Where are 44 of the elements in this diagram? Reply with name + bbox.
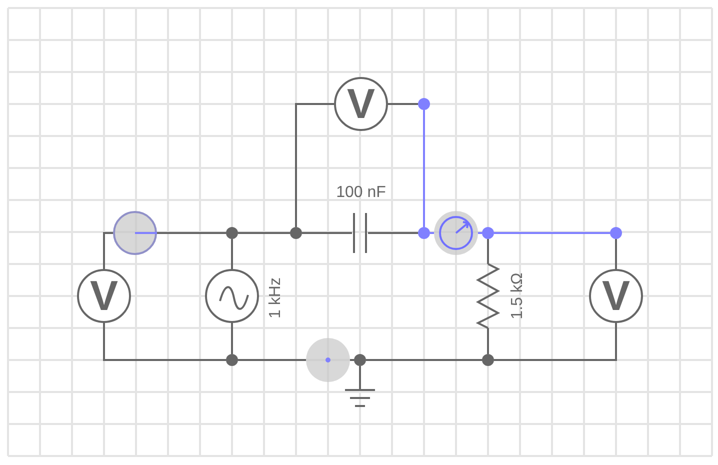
junction-dot	[354, 354, 366, 366]
wire	[368, 232, 418, 234]
wire	[238, 232, 290, 234]
junction-dot	[482, 227, 494, 239]
junction-dot	[418, 98, 430, 110]
wire	[615, 239, 617, 269]
ground-symbol	[344, 390, 376, 406]
gauge-probe-icon	[434, 211, 478, 255]
meter-letter: V	[600, 271, 631, 321]
wire	[103, 323, 226, 361]
junction-dot	[418, 227, 430, 239]
voltmeter-symbol	[77, 269, 131, 323]
junction-dot	[226, 227, 238, 239]
value-label: 1 kHz	[268, 278, 284, 318]
value-label: 100 nF	[336, 185, 386, 201]
wire	[295, 103, 334, 227]
junction-dot	[610, 227, 622, 239]
wire	[238, 359, 306, 361]
wire	[388, 103, 418, 105]
junction-dot	[482, 354, 494, 366]
junction-dot	[226, 354, 238, 366]
voltmeter-symbol	[334, 77, 388, 131]
wire	[350, 359, 354, 361]
wire	[423, 110, 425, 227]
wire	[487, 239, 489, 264]
wire	[487, 328, 489, 354]
voltmeter-symbol	[589, 269, 643, 323]
meter-letter: V	[346, 79, 376, 129]
wire	[494, 232, 610, 234]
wire	[494, 323, 617, 361]
wire	[359, 366, 361, 390]
wire	[231, 323, 233, 354]
wire	[103, 232, 113, 269]
probe-circle	[306, 338, 350, 382]
value-label: 1.5 kΩ	[510, 272, 526, 320]
wire	[231, 239, 233, 269]
wire	[478, 232, 482, 234]
wire	[157, 232, 226, 234]
wire	[366, 359, 482, 361]
probe-circle	[113, 211, 157, 255]
wire	[430, 232, 434, 234]
meter-letter: V	[88, 271, 119, 321]
wire	[302, 232, 352, 234]
junction-dot	[290, 227, 302, 239]
